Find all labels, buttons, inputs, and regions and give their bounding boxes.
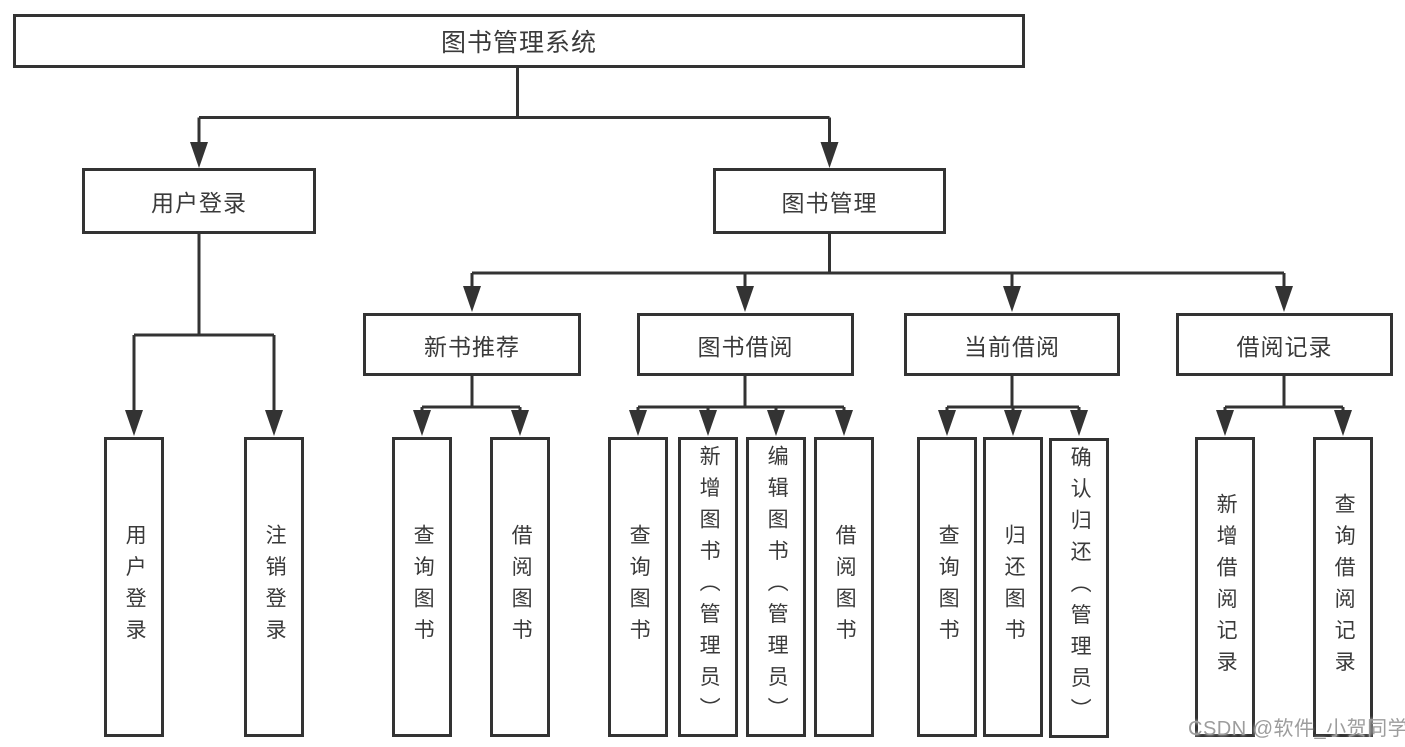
leaf-borrow-books-recommend-label: 借阅图书 <box>509 524 533 650</box>
leaf-query-books-current-label: 查询图书 <box>936 524 960 650</box>
node-current-borrowing: 当前借阅 <box>904 313 1120 376</box>
leaf-query-borrow-record-label: 查询借阅记录 <box>1332 492 1356 682</box>
leaf-query-books-recommend-label: 查询图书 <box>411 524 435 650</box>
watermark: CSDN @软件_小贺同学 <box>1188 718 1405 740</box>
leaf-logout: 注销登录 <box>244 437 304 737</box>
node-borrowing-records: 借阅记录 <box>1176 313 1393 376</box>
node-root-label: 图书管理系统 <box>440 29 597 57</box>
leaf-user-login: 用户登录 <box>104 437 164 737</box>
node-current-borrowing-label: 当前借阅 <box>964 333 1060 360</box>
leaf-query-books-borrow: 查询图书 <box>608 437 668 737</box>
node-borrowing-records-label: 借阅记录 <box>1236 333 1333 360</box>
node-book-management: 图书管理 <box>713 168 946 234</box>
leaf-add-book-admin-label: 新增图书（管理员） <box>697 445 721 729</box>
leaf-return-books: 归还图书 <box>983 437 1043 737</box>
node-user-login-label: 用户登录 <box>151 190 247 216</box>
leaf-add-borrow-record: 新增借阅记录 <box>1195 437 1255 737</box>
node-book-management-label: 图书管理 <box>781 190 878 216</box>
leaf-query-books-borrow-label: 查询图书 <box>627 524 651 650</box>
arrowhead-icons <box>125 142 1352 436</box>
leaf-query-books-current: 查询图书 <box>917 437 977 737</box>
node-new-book-recommend: 新书推荐 <box>363 313 581 376</box>
leaf-return-books-label: 归还图书 <box>1002 524 1026 650</box>
leaf-logout-label: 注销登录 <box>263 524 287 650</box>
node-book-borrowing: 图书借阅 <box>637 313 854 376</box>
leaf-borrow-books-label: 借阅图书 <box>833 524 857 650</box>
leaf-user-login-label: 用户登录 <box>123 524 147 650</box>
leaf-edit-book-admin-label: 编辑图书（管理员） <box>765 445 789 729</box>
leaf-edit-book-admin: 编辑图书（管理员） <box>746 437 806 737</box>
leaf-borrow-books-recommend: 借阅图书 <box>490 437 550 737</box>
node-book-borrowing-label: 图书借阅 <box>697 333 794 360</box>
node-new-book-recommend-label: 新书推荐 <box>424 333 520 360</box>
leaf-add-book-admin: 新增图书（管理员） <box>678 437 738 737</box>
leaf-borrow-books: 借阅图书 <box>814 437 874 737</box>
leaf-confirm-return-admin: 确认归还（管理员） <box>1049 438 1109 738</box>
node-root: 图书管理系统 <box>13 14 1025 68</box>
leaf-confirm-return-admin-label: 确认归还（管理员） <box>1068 446 1092 730</box>
leaf-query-borrow-record: 查询借阅记录 <box>1313 437 1373 737</box>
node-user-login: 用户登录 <box>82 168 316 234</box>
leaf-add-borrow-record-label: 新增借阅记录 <box>1214 492 1238 682</box>
leaf-query-books-recommend: 查询图书 <box>392 437 452 737</box>
